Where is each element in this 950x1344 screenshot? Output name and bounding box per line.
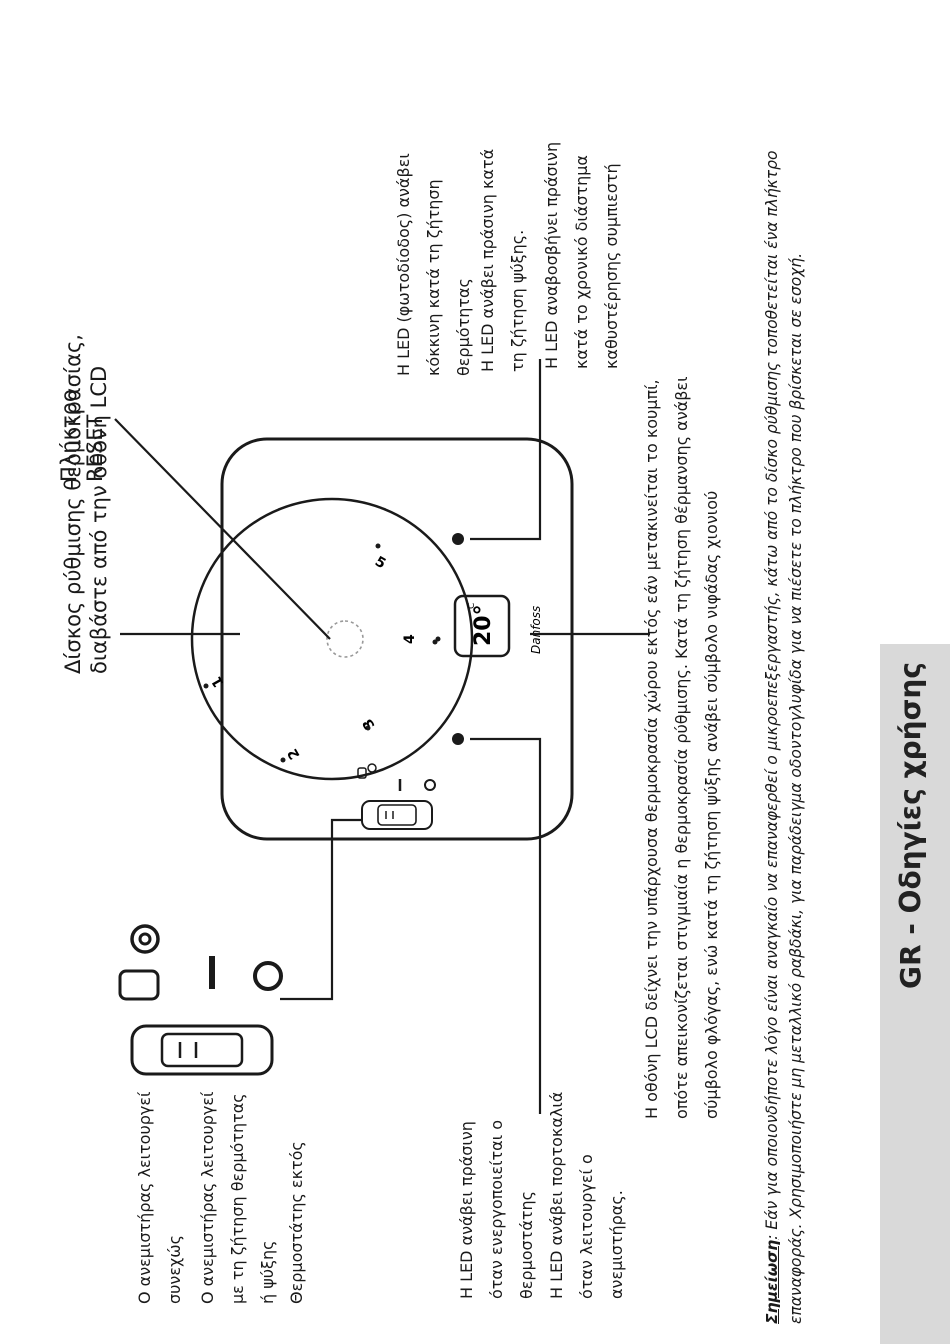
center-dot (435, 636, 441, 642)
device-outline (220, 437, 574, 841)
lcd-display (453, 594, 511, 658)
dial-number-5: 5 (372, 554, 388, 573)
dial-number-3: 3 (360, 716, 379, 732)
setpoint-dial[interactable] (190, 497, 474, 781)
note-label: Σημείωση (763, 1239, 781, 1324)
leader-lines (114, 359, 650, 1114)
note-paragraph: Σημείωση: Εάν για οποιονδήποτε λόγο είνα… (760, 144, 808, 1324)
fan-switch-knob[interactable] (377, 804, 417, 826)
led-left (452, 733, 464, 745)
label-led-green-blink: Η LED αναβοσβήνει πράσινη κατά το χρονικ… (542, 141, 621, 369)
fan-hand-icon (118, 924, 160, 1001)
page-title: GR - Οδηγίες χρήσης (894, 662, 927, 989)
dial-scale-dots (203, 543, 438, 763)
fan-switch-enlarged (130, 1024, 274, 1076)
dial-number-2: 2 (285, 746, 304, 762)
label-lcd: Η οθόνη LCD δείχνει την υπάρχουσα θερμοκ… (642, 376, 721, 1119)
fan-switch[interactable] (361, 800, 433, 830)
label-led-green-on: Η LED ανάβει πράσινη όταν ενεργοποιείται… (457, 1119, 536, 1299)
lcd-temperature: 20° (471, 604, 496, 646)
label-fan-continuous: Ο ανεμιστήρας λειτουργεί συνεχώς (135, 1091, 184, 1304)
lcd-unit: C (467, 603, 477, 609)
label-dial: Δίσκος ρύθμισης θερμοκρασίας, διαβάστε α… (61, 334, 111, 674)
title-banner: GR - Οδηγίες χρήσης (880, 644, 950, 1344)
label-thermostat-off: Θερμοστάτης εκτός (287, 1141, 306, 1304)
label-led-orange: Η LED ανάβει πορτοκαλιά όταν λειτουργεί … (547, 1091, 626, 1299)
dial-number-1: 1 (209, 674, 228, 690)
label-fan-demand: Ο ανεμιστήρας λειτουργεί με τη ζήτηση θε… (198, 1091, 277, 1304)
reset-hole[interactable] (326, 620, 364, 658)
switch-mark-O-small (424, 779, 436, 791)
label-led-green-cool: Η LED ανάβει πράσινη κατά τη ζήτηση ψύξη… (478, 148, 527, 372)
fan-hand-icon-small (357, 763, 377, 779)
note-text: : Εάν για οποιονδήποτε λόγο είναι αναγκα… (763, 150, 805, 1324)
switch-mark-O (253, 961, 283, 991)
brand-logo: Danfoss (529, 606, 543, 654)
label-led-red: Η LED (φωτοδίοδος) ανάβει κόκκινη κατά τ… (394, 153, 473, 376)
dial-number-4: 4 (402, 634, 418, 644)
led-right (452, 533, 464, 545)
label-reset: Πλήκτρο RESET (57, 389, 107, 482)
